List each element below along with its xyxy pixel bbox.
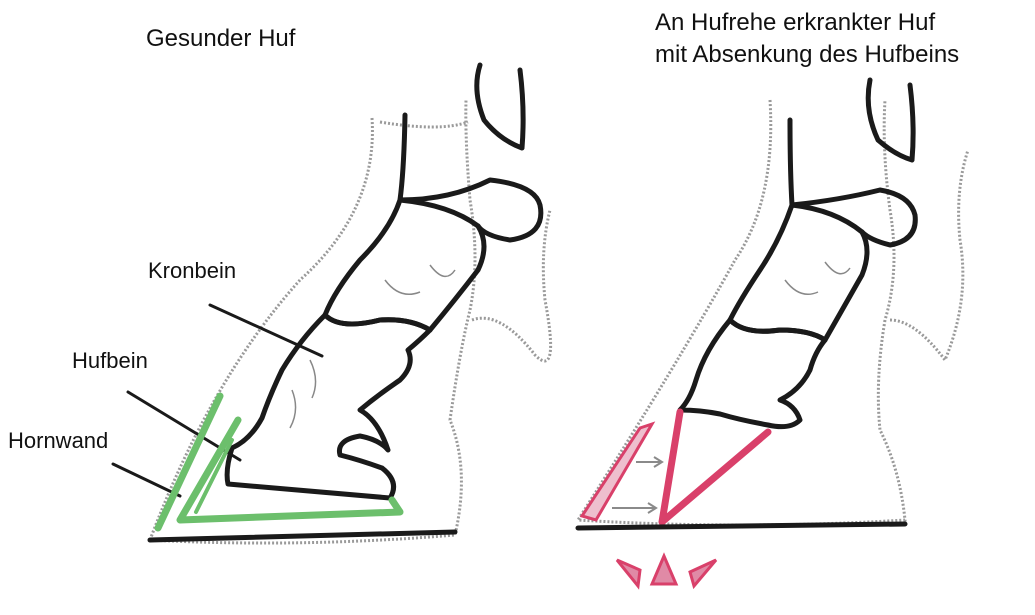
pressure-arrow-left — [617, 560, 640, 586]
healthy-hoof-outline — [150, 100, 475, 543]
laminitis-back-skin — [890, 150, 968, 360]
laminitis-sole — [578, 524, 905, 528]
pressure-arrow-center — [652, 556, 676, 584]
laminitis-kronbein-texture — [785, 262, 850, 294]
leader-kronbein — [210, 305, 322, 356]
pressure-arrow-right — [690, 560, 716, 586]
healthy-hufbein-texture — [290, 360, 316, 428]
laminitis-hufbein-outline-red — [662, 412, 768, 522]
laminitis-separated-wall — [582, 424, 652, 520]
healthy-hufbein-bone — [227, 315, 430, 498]
healthy-hoof — [113, 65, 551, 543]
laminitis-tendon — [868, 80, 913, 160]
healthy-hufbein-outline-green — [180, 420, 400, 520]
laminitis-hufbein-bone — [680, 320, 825, 427]
leader-hornwand — [113, 464, 180, 496]
healthy-coronet-line — [380, 122, 468, 127]
healthy-tendon — [477, 65, 523, 148]
laminitis-hoof — [578, 80, 968, 586]
healthy-kronbein-texture — [385, 265, 455, 294]
